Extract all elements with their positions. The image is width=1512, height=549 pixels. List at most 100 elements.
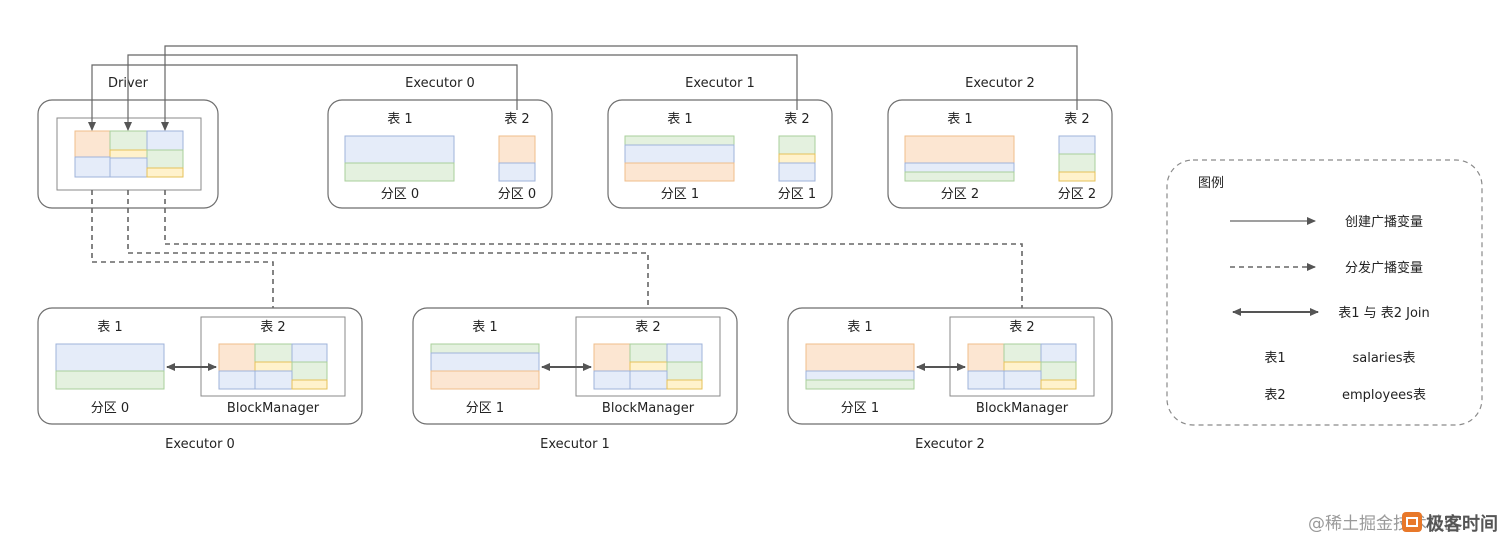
legend: 图例 创建广播变量 分发广播变量 表1 与 表2 Join 表1 salarie…	[1166, 159, 1483, 426]
table2-label: 表 2	[1064, 112, 1089, 127]
table1-partition	[430, 370, 540, 390]
broadcast-block	[666, 343, 703, 363]
driver-block	[146, 149, 184, 169]
distribute-broadcast-arrow	[127, 190, 652, 317]
watermark-brand: 极客时间	[1426, 513, 1498, 535]
table1-partition	[430, 343, 540, 354]
legend-distribute-label: 分发广播变量	[1345, 260, 1423, 276]
executor-title: Executor 2	[915, 437, 985, 452]
table1-label: 表 1	[667, 112, 692, 127]
executor-title: Executor 0	[405, 76, 475, 91]
distribute-broadcast-arrow	[91, 190, 277, 317]
partition-label: 分区 2	[1058, 187, 1096, 202]
bottom-executor-1: 表 1 分区 1 表 2 BlockManager Executor 1	[412, 307, 738, 452]
table1-partition	[344, 135, 455, 164]
table1-partition	[624, 144, 735, 164]
broadcast-block	[291, 379, 328, 390]
table2-partition	[778, 153, 816, 164]
legend-table1-key: 表1	[1264, 351, 1285, 366]
driver-block	[74, 130, 111, 158]
broadcast-block	[967, 370, 1005, 390]
broadcast-block	[1040, 343, 1077, 363]
partition-label: 分区 1	[778, 187, 816, 202]
bottom-executor-2: 表 1 分区 1 表 2 BlockManager Executor 2	[787, 307, 1113, 452]
driver-node: Driver	[37, 76, 219, 209]
broadcast-block	[1040, 379, 1077, 390]
broadcast-block	[593, 370, 631, 390]
broadcast-block	[1040, 361, 1077, 381]
broadcast-block	[218, 370, 256, 390]
table1-partition	[55, 370, 165, 390]
partition-label: 分区 0	[381, 187, 419, 202]
broadcast-block	[629, 370, 668, 390]
table2-partition	[498, 135, 536, 164]
executor-title: Executor 2	[965, 76, 1035, 91]
legend-title: 图例	[1198, 176, 1224, 191]
driver-block	[109, 130, 148, 151]
create-broadcast-arrow	[161, 45, 1078, 131]
broadcast-block	[254, 361, 293, 372]
executor-title: Executor 0	[165, 437, 235, 452]
create-broadcast-arrow	[88, 64, 518, 131]
block-manager-label: BlockManager	[227, 401, 320, 416]
broadcast-block	[629, 343, 668, 363]
distribute-broadcast-arrow	[164, 190, 1026, 317]
table1-partition	[624, 162, 735, 182]
table1-partition	[624, 135, 735, 146]
table1-label: 表 1	[97, 320, 122, 335]
executor-title: Executor 1	[685, 76, 755, 91]
partition-label: 分区 0	[91, 401, 129, 416]
block-manager-label: BlockManager	[976, 401, 1069, 416]
legend-table2-value: employees表	[1342, 388, 1426, 403]
table1-partition	[904, 162, 1015, 173]
broadcast-block	[629, 361, 668, 372]
table2-label: 表 2	[1009, 320, 1034, 335]
table1-label: 表 1	[847, 320, 872, 335]
partition-label: 分区 1	[466, 401, 504, 416]
table1-partition	[344, 162, 455, 182]
broadcast-block	[666, 361, 703, 381]
broadcast-block	[967, 343, 1005, 372]
table1-partition	[805, 343, 915, 372]
top-executor-1: Executor 1 表 1 表 2 分区 1 分区 1	[607, 76, 833, 209]
legend-box	[1166, 159, 1483, 426]
table2-partition	[498, 162, 536, 182]
driver-block	[109, 157, 148, 178]
legend-table2-key: 表2	[1264, 388, 1285, 403]
broadcast-block	[666, 379, 703, 390]
table1-partition	[904, 171, 1015, 182]
create-broadcast-arrows	[88, 45, 1078, 131]
block-manager-label: BlockManager	[602, 401, 695, 416]
legend-join-label: 表1 与 表2 Join	[1338, 306, 1430, 321]
watermark: @稀土掘金技术社区 极客时间	[1308, 512, 1498, 535]
table1-partition	[904, 135, 1015, 164]
bottom-executor-0: 表 1 分区 0 表 2 BlockManager Executor 0	[37, 307, 363, 452]
table2-label: 表 2	[784, 112, 809, 127]
broadcast-block	[291, 343, 328, 363]
driver-block	[146, 130, 184, 151]
table2-partition	[1058, 153, 1096, 173]
table2-partition	[778, 135, 816, 155]
table2-partition	[1058, 171, 1096, 182]
broadcast-block	[593, 343, 631, 372]
top-executor-2: Executor 2 表 1 表 2 分区 2 分区 2	[887, 76, 1113, 209]
broadcast-block	[291, 361, 328, 381]
brand-logo-icon	[1402, 512, 1422, 532]
table2-partition	[778, 162, 816, 182]
partition-label: 分区 1	[661, 187, 699, 202]
table2-label: 表 2	[260, 320, 285, 335]
table1-label: 表 1	[387, 112, 412, 127]
partition-label: 分区 0	[498, 187, 536, 202]
table2-label: 表 2	[504, 112, 529, 127]
executor-title: Executor 1	[540, 437, 610, 452]
table1-partition	[805, 370, 915, 381]
legend-create-label: 创建广播变量	[1345, 214, 1423, 230]
legend-table1-value: salaries表	[1352, 351, 1415, 366]
watermark-community: @稀土掘金技术社区	[1308, 514, 1461, 534]
driver-block	[109, 149, 148, 159]
table1-partition	[55, 343, 165, 372]
table1-label: 表 1	[472, 320, 497, 335]
table2-partition	[1058, 135, 1096, 155]
table1-partition	[430, 352, 540, 372]
